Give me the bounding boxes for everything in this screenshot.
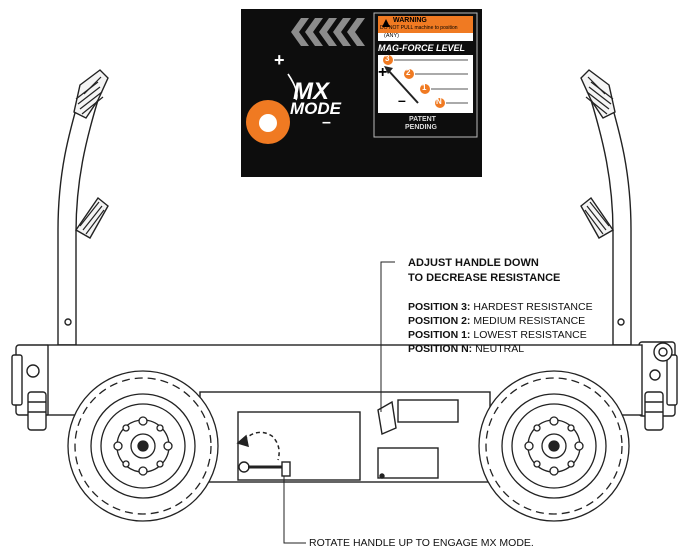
- mag-force-title: MAG-FORCE LEVEL: [378, 43, 465, 53]
- position-2-name: POSITION 2:: [408, 315, 471, 327]
- leader-lines: [283, 261, 395, 544]
- positions-list: POSITION 3: HARDEST RESISTANCE POSITION …: [408, 300, 593, 356]
- warning-icon: [382, 19, 390, 27]
- position-2-row: POSITION 2: MEDIUM RESISTANCE: [408, 314, 593, 328]
- rotate-arrow-icon: [236, 431, 280, 461]
- position-1-desc: LOWEST RESISTANCE: [473, 329, 587, 341]
- level-3-label: 3: [385, 54, 390, 63]
- sticker-minus: –: [398, 92, 406, 108]
- level-n-label: N: [436, 97, 442, 106]
- adjust-callout: ADJUST HANDLE DOWN TO DECREASE RESISTANC…: [408, 256, 560, 286]
- left-wheel: [67, 370, 219, 522]
- warning-text: DO NOT PULL machine to position: [380, 25, 458, 31]
- mx-mode-knob-icon: [246, 100, 290, 144]
- position-3-desc: HARDEST RESISTANCE: [473, 301, 593, 313]
- mode-minus: –: [322, 114, 331, 131]
- position-1-row: POSITION 1: LOWEST RESISTANCE: [408, 328, 593, 342]
- position-n-name: POSITION N:: [408, 343, 473, 355]
- mode-label: MODE: [290, 99, 341, 118]
- level-1-label: 1: [422, 83, 427, 92]
- level-2-label: 2: [406, 68, 411, 77]
- mag-force-sticker: [373, 12, 478, 138]
- mx-handle: [377, 400, 397, 435]
- chevron-arrows-icon: [291, 18, 365, 46]
- handle-knob: [281, 461, 291, 477]
- patent-line2: PENDING: [405, 124, 437, 131]
- position-3-name: POSITION 3:: [408, 301, 471, 313]
- position-2-desc: MEDIUM RESISTANCE: [473, 315, 586, 327]
- warning-title: WARNING: [393, 17, 427, 24]
- sticker-plus: +: [378, 64, 388, 81]
- left-handle: [11, 69, 109, 431]
- position-n-desc: NEUTRAL: [475, 343, 525, 355]
- patent-line1: PATENT: [409, 116, 436, 123]
- pivot: [238, 461, 250, 473]
- position-n-row: POSITION N: NEUTRAL: [408, 342, 593, 356]
- mode-plus: +: [274, 50, 285, 70]
- adjust-line2: TO DECREASE RESISTANCE: [408, 272, 561, 284]
- rotate-callout: ROTATE HANDLE UP TO ENGAGE MX MODE.: [309, 537, 534, 549]
- mx-label: MX: [293, 78, 329, 105]
- adjust-line1: ADJUST HANDLE DOWN: [408, 257, 539, 269]
- warning-sub: (ANY): [384, 33, 399, 39]
- position-1-name: POSITION 1:: [408, 329, 471, 341]
- right-wheel: [478, 370, 630, 522]
- control-panel: [241, 9, 482, 177]
- position-3-row: POSITION 3: HARDEST RESISTANCE: [408, 300, 593, 314]
- right-handle: [580, 69, 678, 431]
